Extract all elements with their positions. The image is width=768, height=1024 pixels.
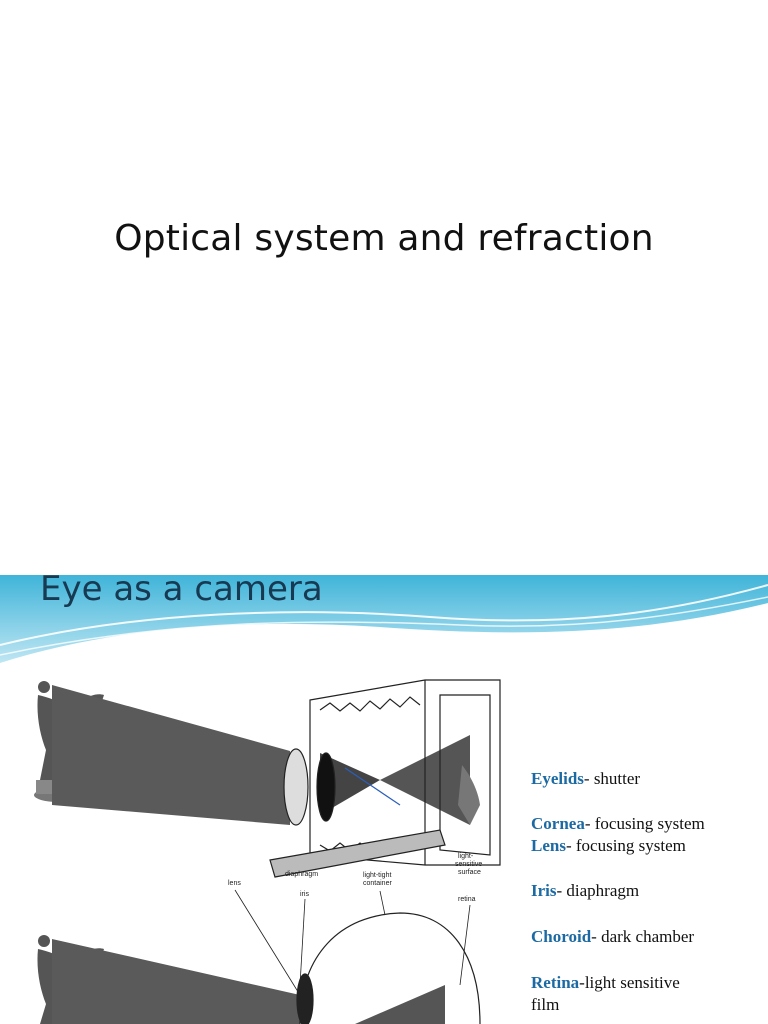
legend-item-retina-cont: film — [531, 995, 560, 1014]
legend-item-eyelids: Eyelids- shutter — [531, 769, 641, 788]
slide-title: Optical system and refraction — [114, 218, 654, 259]
legend-item-cornea: Cornea- focusing system — [531, 814, 705, 833]
leader-lines — [234, 889, 471, 996]
light-cone-top-in — [52, 685, 290, 825]
label-iris: iris — [300, 891, 309, 898]
slide-title-camera: Eye as a camera — [40, 575, 323, 609]
light-cone-bottom-out — [355, 985, 445, 1024]
statue-image-inverted — [458, 765, 480, 825]
wave-banner — [0, 575, 768, 665]
label-lens: lens — [228, 880, 241, 887]
title-slide: Optical system and refraction — [114, 218, 654, 259]
camera-body — [269, 679, 501, 878]
label-diaphragm: diaphragm — [285, 871, 318, 878]
eye-camera-slide: Eye as a camera lens — [0, 575, 768, 1024]
legend-item-retina: Retina-light sensitive — [531, 973, 680, 992]
light-cone-bottom-in — [52, 939, 300, 1024]
legend-item-choroid: Choroid- dark chamber — [531, 927, 695, 946]
eye-outline — [296, 912, 481, 1024]
label-retina: retina — [458, 896, 476, 903]
legend-item-lens: Lens- focusing system — [531, 836, 686, 855]
legend-item-iris: Iris- diaphragm — [531, 881, 640, 900]
